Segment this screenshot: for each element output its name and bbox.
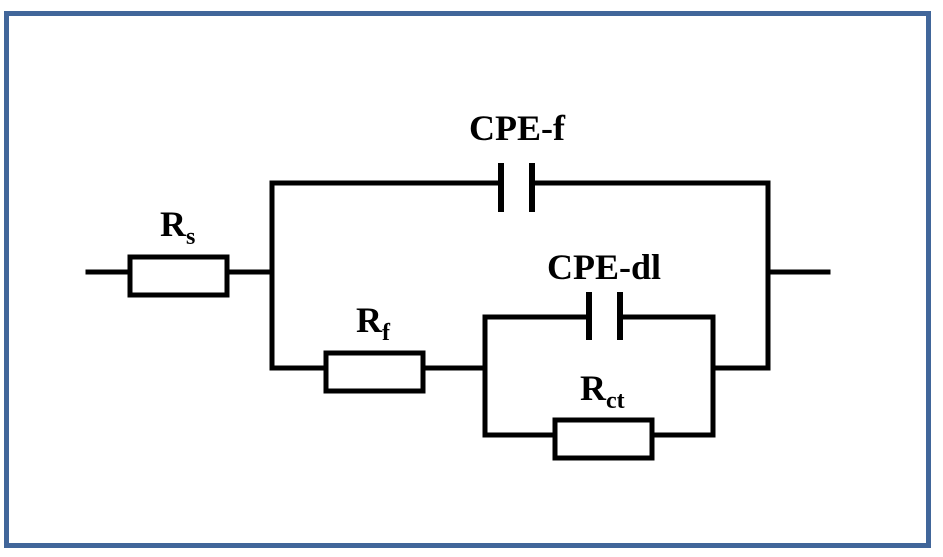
- rf-label: Rf: [356, 300, 391, 346]
- rs-label: Rs: [160, 204, 195, 250]
- rs-resistor: [127, 254, 230, 298]
- cpe-f-label: CPE-f: [469, 108, 566, 148]
- rct-label: Rct: [580, 368, 625, 414]
- rct-resistor: [552, 417, 655, 461]
- cpe-dl-label: CPE-dl: [547, 247, 661, 287]
- rf-resistor: [323, 350, 426, 394]
